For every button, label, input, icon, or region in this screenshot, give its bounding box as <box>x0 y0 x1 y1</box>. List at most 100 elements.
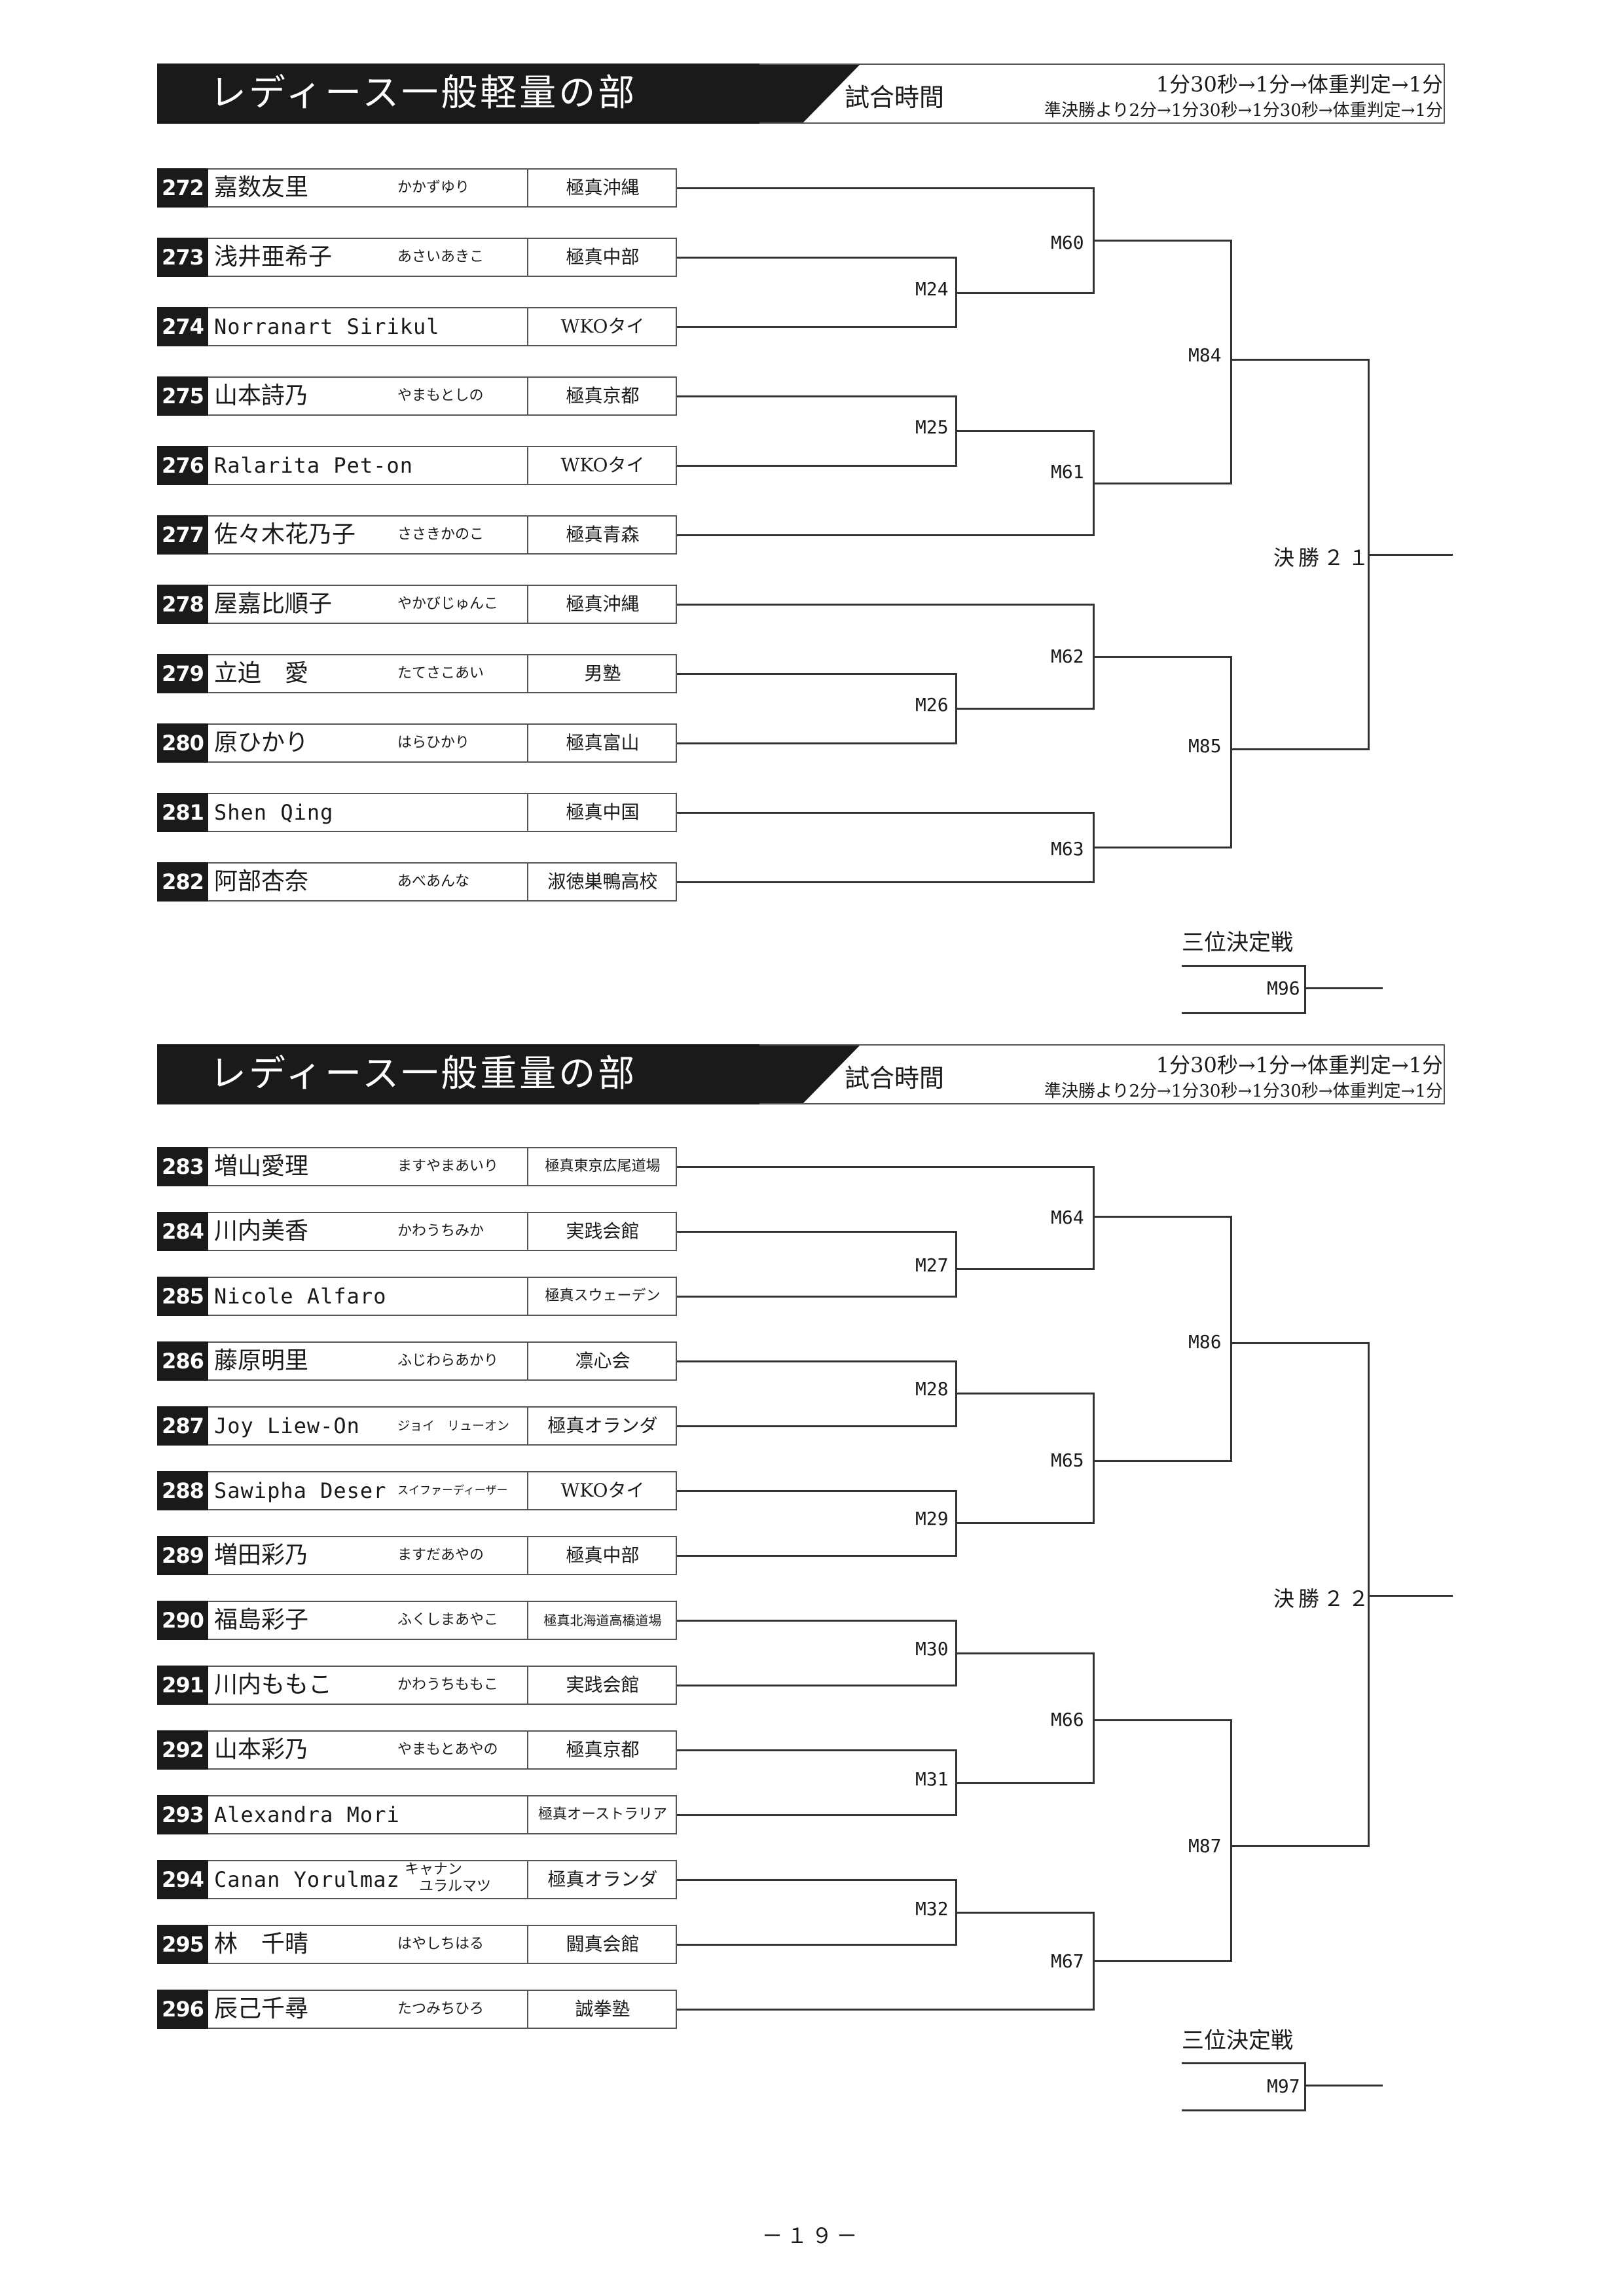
divider <box>527 1212 528 1251</box>
player-name: 辰己千尋 <box>214 1995 309 2022</box>
player-kana: はやしちはる <box>397 1936 484 1952</box>
divider <box>527 376 528 416</box>
player-name: 阿部杏奈 <box>214 868 309 895</box>
divider <box>527 862 528 902</box>
seed-number: 290 <box>157 1601 208 1640</box>
seed-number: 273 <box>157 238 208 277</box>
player-kana: あべあんな <box>397 873 470 890</box>
player-club: 極真スウェーデン <box>545 1288 661 1304</box>
divider <box>527 1147 528 1186</box>
third-place-label: 三位決定戦 <box>1182 2028 1293 2054</box>
divider <box>527 1277 528 1316</box>
player-club: 実践会館 <box>566 1674 640 1696</box>
player-name: 福島彩子 <box>214 1607 309 1633</box>
time-rule-box <box>759 64 1445 124</box>
player-club: 極真京都 <box>566 385 640 407</box>
player-name: 増田彩乃 <box>214 1542 309 1569</box>
player-club: WKOタイ <box>560 316 645 337</box>
seed-number: 285 <box>157 1277 208 1316</box>
player-kana: はらひかり <box>397 735 470 751</box>
player-box <box>208 238 677 277</box>
player-box <box>208 1212 677 1251</box>
seed-number: 281 <box>157 793 208 832</box>
match-label: M32 <box>915 1898 949 1920</box>
time-rule-box <box>759 1044 1445 1104</box>
player-club: 凛心会 <box>575 1350 630 1372</box>
divider <box>527 307 528 346</box>
seed-number: 283 <box>157 1147 208 1186</box>
player-name: 嘉数友里 <box>214 174 309 201</box>
match-label: M67 <box>1051 1950 1084 1972</box>
player-kana: やまもとしの <box>397 388 484 404</box>
divider <box>527 723 528 763</box>
player-kana: ふくしまあやこ <box>397 1612 499 1628</box>
player-box <box>208 862 677 902</box>
player-name: Ralarita Pet-on <box>214 453 413 478</box>
player-box <box>208 1277 677 1316</box>
division-title: レディース一般重量の部 <box>210 1053 638 1095</box>
final-label: 決勝２２ <box>1273 1586 1374 1611</box>
player-name: 増山愛理 <box>214 1153 309 1180</box>
match-label: M61 <box>1051 461 1084 483</box>
player-name: 山本彩乃 <box>214 1736 309 1763</box>
match-label: M63 <box>1051 838 1084 860</box>
divider <box>527 168 528 208</box>
player-club: 極真オランダ <box>547 1415 658 1436</box>
player-kana: たてさこあい <box>397 665 484 682</box>
player-box <box>208 307 677 346</box>
divider <box>527 446 528 485</box>
player-club: 極真沖縄 <box>566 593 640 615</box>
player-name: 川内ももこ <box>214 1671 333 1698</box>
seed-number: 291 <box>157 1666 208 1705</box>
seed-number: 288 <box>157 1471 208 1510</box>
seed-number: 282 <box>157 862 208 902</box>
divider <box>527 515 528 555</box>
player-club: 実践会館 <box>566 1220 640 1242</box>
player-box <box>208 1536 677 1575</box>
seed-number: 272 <box>157 168 208 208</box>
seed-number: 292 <box>157 1730 208 1770</box>
player-kana-line2: ユラルマツ <box>419 1878 492 1895</box>
player-club: 極真オーストラリア <box>538 1806 667 1823</box>
player-name: 立迫 愛 <box>214 660 309 687</box>
player-kana: ジョイ リューオン <box>397 1419 510 1433</box>
player-name: 佐々木花乃子 <box>214 521 356 548</box>
player-kana: やかびじゅんこ <box>397 596 499 612</box>
match-label: M31 <box>915 1768 949 1790</box>
seed-number: 279 <box>157 654 208 693</box>
player-club: 極真富山 <box>566 732 640 754</box>
page-number: －１９－ <box>761 2223 862 2248</box>
seed-number: 289 <box>157 1536 208 1575</box>
seed-number: 276 <box>157 446 208 485</box>
player-club: 極真沖縄 <box>566 177 640 198</box>
player-kana: かかずゆり <box>397 179 470 196</box>
player-kana: ささきかのこ <box>397 526 484 543</box>
player-name: 川内美香 <box>214 1218 309 1245</box>
player-box <box>208 1990 677 2029</box>
player-box <box>208 168 677 208</box>
time-label: 試合時間 <box>845 83 945 112</box>
player-name: Alexandra Mori <box>214 1802 400 1827</box>
player-box <box>208 793 677 832</box>
time-rule-1: 1分30秒→1分→体重判定→1分 <box>1156 1053 1443 1078</box>
seed-number: 280 <box>157 723 208 763</box>
divider <box>527 1860 528 1899</box>
player-club: 極真オランダ <box>547 1868 658 1890</box>
match-label: M27 <box>915 1254 949 1276</box>
seed-number: 287 <box>157 1406 208 1446</box>
player-club: 闘真会館 <box>566 1933 640 1955</box>
final-label: 決勝２１ <box>1273 545 1374 570</box>
player-kana: あさいあきこ <box>397 249 484 265</box>
player-name: 藤原明里 <box>214 1347 309 1374</box>
player-kana: かわうちももこ <box>397 1677 499 1693</box>
divider <box>527 654 528 693</box>
player-club: 極真東京広尾道場 <box>545 1158 661 1175</box>
player-box <box>208 376 677 416</box>
divider <box>527 1666 528 1705</box>
match-label: M96 <box>1267 977 1300 999</box>
player-kana: ますやまあいり <box>397 1158 499 1175</box>
match-label: M60 <box>1051 232 1084 253</box>
player-club: 淑徳巣鴨高校 <box>547 871 658 892</box>
player-name: Nicole Alfaro <box>214 1284 387 1309</box>
player-club: 誠拳塾 <box>575 1998 630 2020</box>
